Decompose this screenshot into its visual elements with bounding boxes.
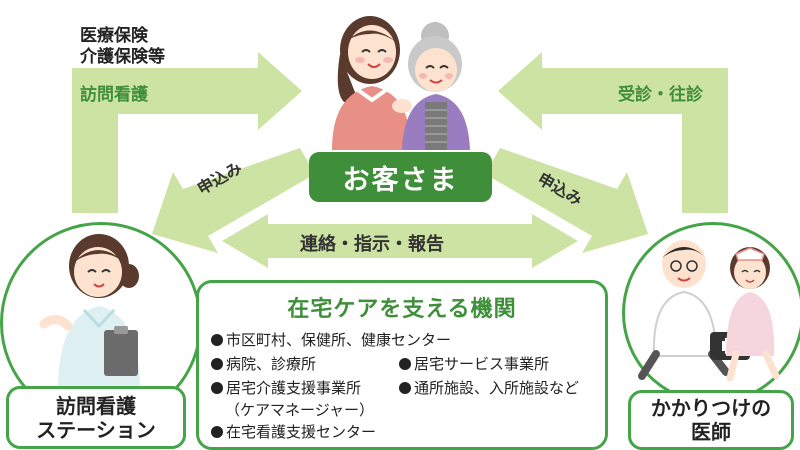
liaison-label: 連絡・指示・報告 <box>300 234 444 255</box>
bullet-icon <box>211 358 223 370</box>
holding-hands <box>392 99 412 113</box>
care-institutions-box: 在宅ケアを支える機関 市区町村、保健所、健康センター 病院、診療所 居宅介護支援… <box>196 280 608 450</box>
care-item: 在宅看護支援センター <box>211 421 376 442</box>
apply-right-arrow <box>485 148 648 253</box>
doctor-line-2: 医師 <box>691 420 731 444</box>
insurance-line-2: 介護保険等 <box>80 47 165 67</box>
clipboard-icon <box>104 330 138 376</box>
bullet-icon <box>399 358 411 370</box>
doctor-line-1: かかりつけの <box>650 396 772 420</box>
doctor-nurse-illustration <box>638 240 780 382</box>
insurance-label: 医療保険 介護保険等 <box>80 26 165 68</box>
visit-nursing-arrow <box>72 52 302 213</box>
care-item-note: （ケアマネージャー） <box>225 401 374 419</box>
station-label-box: 訪問看護 ステーション <box>6 386 186 449</box>
care-item-text: 通所施設、入所施設など <box>414 379 580 397</box>
care-item-text: 病院、診療所 <box>226 355 317 373</box>
bullet-icon <box>211 334 223 346</box>
young-woman-figure <box>332 16 411 150</box>
liaison-arrow <box>222 214 578 268</box>
customer-badge: お客さま <box>309 152 492 202</box>
bullet-icon <box>399 382 411 394</box>
care-item-text: 居宅サービス事業所 <box>414 355 550 373</box>
insurance-line-1: 医療保険 <box>80 26 148 46</box>
apply-left-arrow <box>152 148 315 253</box>
care-item: 通所施設、入所施設など <box>399 377 579 398</box>
customer-illustration <box>332 16 470 150</box>
care-item-text: 在宅看護支援センター <box>226 423 377 441</box>
doctor-label-box: かかりつけの 医師 <box>628 390 794 450</box>
doctor-figure <box>638 240 750 380</box>
care-item-text: 市区町村、保健所、健康センター <box>226 331 452 349</box>
care-item: 居宅介護支援事業所 <box>211 377 361 398</box>
care-item: 居宅サービス事業所 <box>399 353 549 374</box>
nurse-illustration <box>39 234 140 390</box>
station-line-2: ステーション <box>36 417 156 442</box>
bullet-icon <box>211 426 223 438</box>
grandmother-figure <box>402 22 470 150</box>
bullet-icon <box>211 382 223 394</box>
consult-visit-arrow <box>498 52 728 213</box>
visit-nursing-label: 訪問看護 <box>80 85 148 105</box>
consult-visit-label: 受診・往診 <box>618 85 703 105</box>
assistant-nurse-figure <box>726 247 780 382</box>
care-item: 市区町村、保健所、健康センター <box>211 329 451 350</box>
care-item: 病院、診療所 <box>211 353 316 374</box>
station-line-1: 訪問看護 <box>56 393 136 418</box>
care-title: 在宅ケアを支える機関 <box>287 297 517 322</box>
care-item-text: 居宅介護支援事業所 <box>226 379 362 397</box>
